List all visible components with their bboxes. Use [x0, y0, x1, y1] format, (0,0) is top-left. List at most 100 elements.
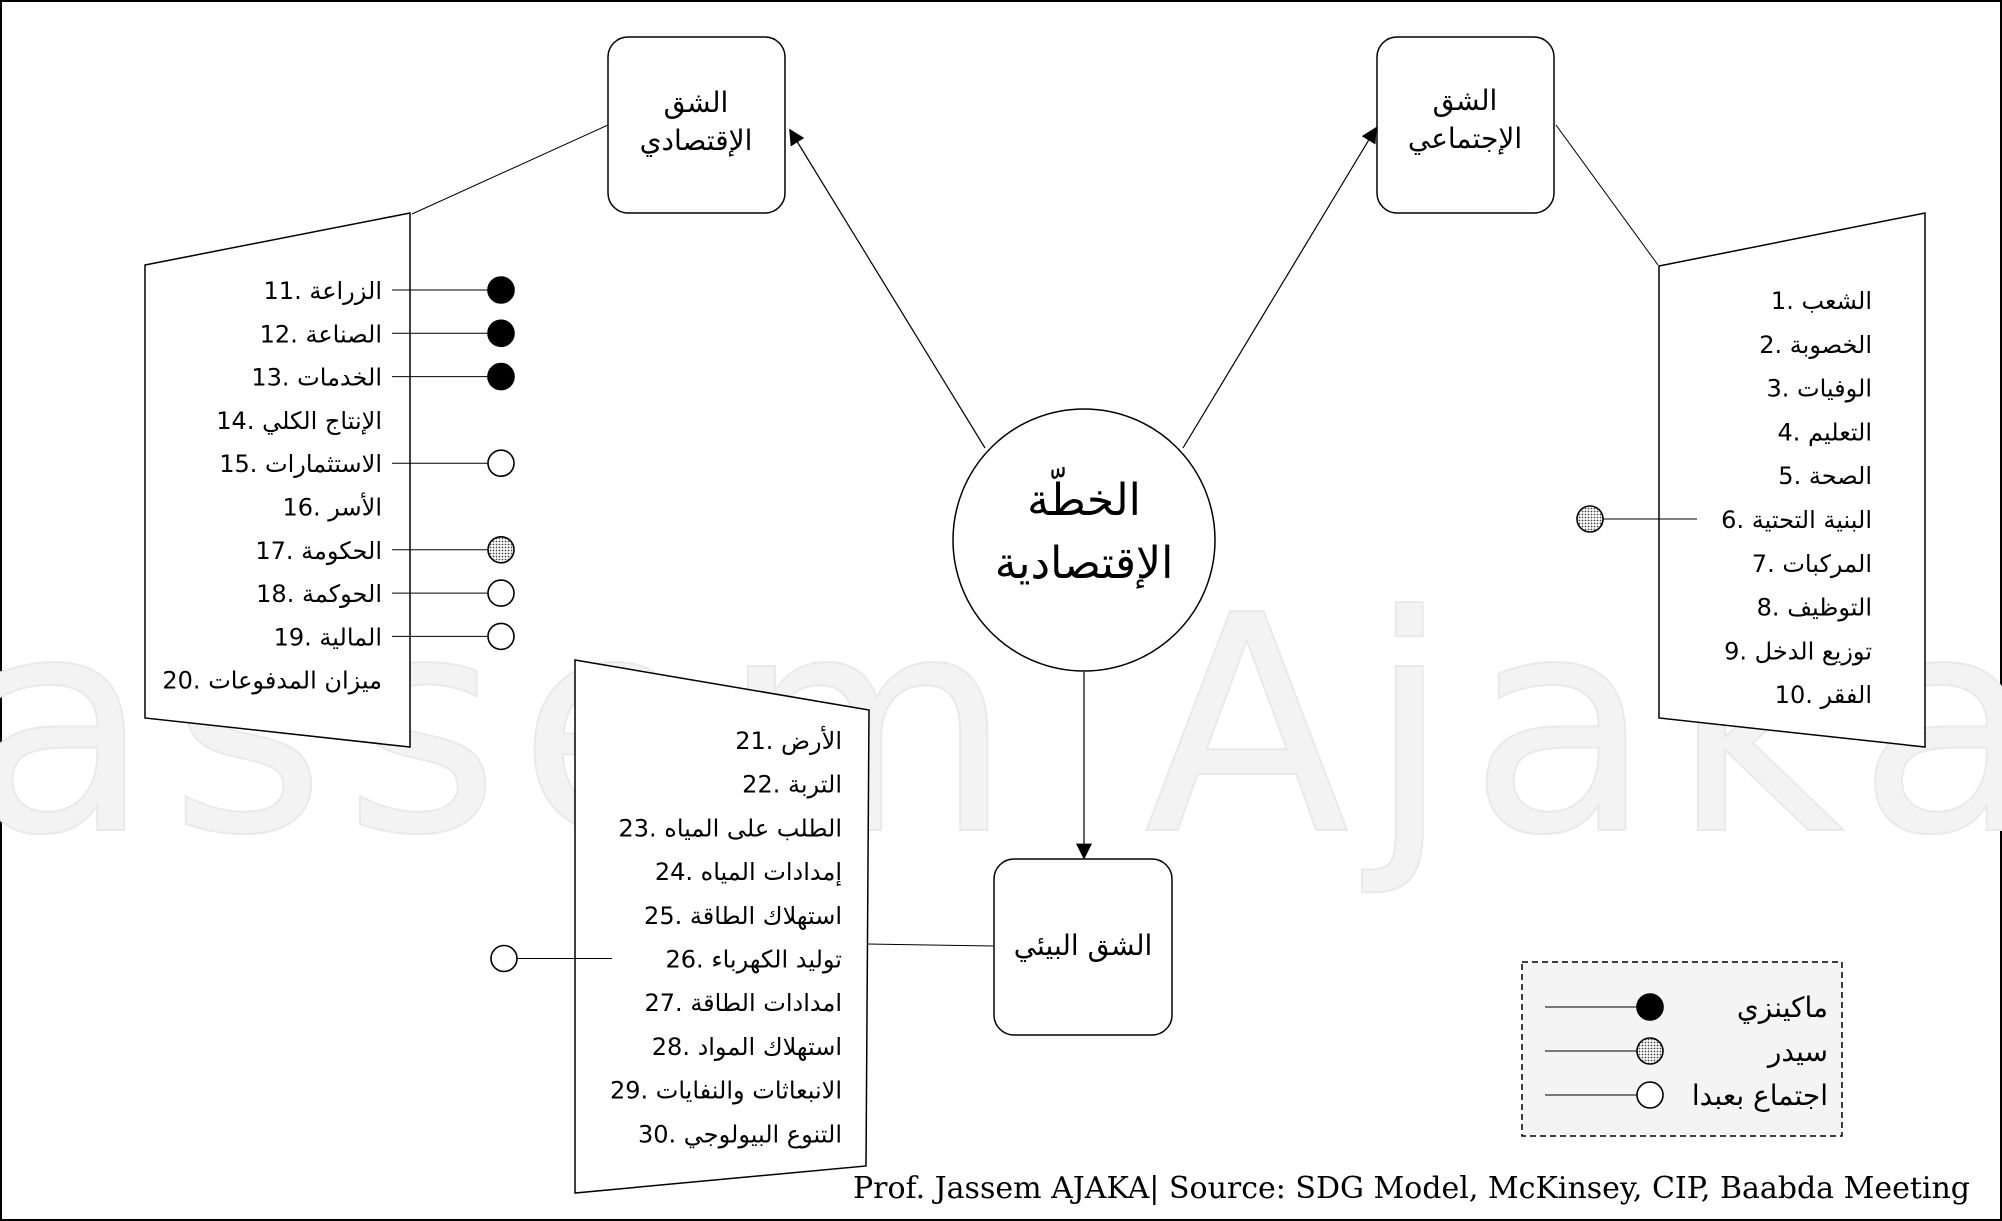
item-separator: .: [649, 814, 664, 842]
item-separator: .: [287, 580, 302, 608]
social-connector: [1555, 124, 1659, 266]
item-number: 19: [274, 623, 305, 651]
economic-item-19: المالية .19: [274, 623, 382, 651]
item-label: توليد الكهرباء: [711, 946, 842, 974]
arrow-to-economic: [789, 128, 986, 449]
item-label: الأرض: [781, 726, 842, 755]
item-separator: .: [766, 727, 781, 755]
item-label: الوفيات: [1797, 375, 1872, 403]
item-label: التوظيف: [1787, 594, 1872, 622]
item-label: الإنتاج الكلي: [262, 407, 382, 435]
social-item-2: الخصوبة .2: [1759, 331, 1872, 359]
item-separator: .: [669, 1120, 684, 1148]
item-separator: .: [1793, 418, 1808, 446]
item-number: 15: [219, 450, 250, 478]
item-label: التعليم: [1808, 418, 1872, 446]
legend-box: [1521, 961, 1843, 1137]
item-label: استهلاك الطاقة: [690, 902, 842, 930]
arrow-to-social: [1182, 126, 1377, 449]
item-label: الانبعاثات والنفايات: [656, 1077, 842, 1105]
item-label: ميزان المدفوعات: [208, 667, 382, 695]
item-number: 21: [735, 727, 766, 755]
item-label: الشعب: [1801, 287, 1872, 315]
item-label: الفقر: [1819, 681, 1872, 709]
legend-marker-baabda: [1636, 1081, 1664, 1109]
social-item-3: الوفيات .3: [1766, 375, 1872, 403]
item-number: 12: [260, 320, 291, 348]
item-number: 22: [742, 771, 773, 799]
item-label: الحكومة: [301, 537, 382, 565]
item-label: الأسر: [327, 493, 382, 522]
item-separator: .: [641, 1077, 656, 1105]
item-number: 17: [255, 537, 286, 565]
item-number: 4: [1777, 418, 1792, 446]
social-pillar: الشق الإجتماعي: [1376, 36, 1555, 214]
item-separator: .: [1739, 637, 1754, 665]
environmental-item-24: إمدادات المياه .24: [655, 858, 842, 887]
item-separator: .: [313, 494, 328, 522]
item-label: الزراعة: [309, 277, 382, 305]
item-number: 24: [655, 858, 686, 886]
item-number: 11: [264, 277, 295, 305]
central-title-line2: الإقتصادية: [995, 538, 1174, 589]
environmental-item-26: توليد الكهرباء .26: [666, 946, 843, 974]
item-separator: .: [675, 989, 690, 1017]
item-number: 20: [162, 667, 193, 695]
item-separator: .: [1767, 550, 1782, 578]
legend-label-baabda: اجتماع بعبدا: [1692, 1079, 1828, 1112]
item-separator: .: [282, 364, 297, 392]
environmental-item-21: الأرض .21: [735, 726, 842, 755]
economic-marker-baabda: [487, 449, 515, 478]
footer-source: Prof. Jassem AJAKA| Source: SDG Model, M…: [853, 1171, 1970, 1206]
item-number: 5: [1778, 462, 1793, 490]
item-label: الصناعة: [305, 320, 382, 348]
item-separator: .: [286, 537, 301, 565]
environmental-list-panel: [574, 659, 870, 1194]
item-separator: .: [675, 902, 690, 930]
item-separator: .: [682, 1033, 697, 1061]
social-item-7: المركبات .7: [1752, 550, 1872, 578]
economic-pillar-box: [607, 36, 786, 214]
item-number: 7: [1752, 550, 1767, 578]
economic-item-13: الخدمات .13: [251, 364, 382, 392]
item-label: الحوكمة: [302, 580, 382, 608]
central-title-line1: الخطّة: [1027, 467, 1141, 526]
social-list-panel: [1658, 212, 1926, 748]
environmental-item-27: امدادات الطاقة .27: [645, 989, 843, 1017]
economic-pillar: الشق الإقتصادي: [607, 36, 786, 214]
item-separator: .: [685, 858, 700, 886]
item-number: 30: [638, 1120, 669, 1148]
item-label: الاستثمارات: [265, 450, 382, 478]
item-number: 13: [251, 364, 282, 392]
item-number: 8: [1757, 594, 1772, 622]
item-number: 6: [1721, 506, 1736, 534]
item-separator: .: [290, 320, 305, 348]
social-pillar-line1: الشق: [1433, 84, 1498, 117]
economic-marker-mckinsey: [487, 362, 515, 391]
environmental-item-28: استهلاك المواد .28: [652, 1033, 842, 1061]
economic-item-20: ميزان المدفوعات .20: [162, 667, 382, 695]
environmental-item-29: الانبعاثات والنفايات .29: [610, 1077, 842, 1105]
item-separator: .: [696, 946, 711, 974]
economic-marker-baabda: [487, 622, 515, 651]
item-number: 27: [645, 989, 676, 1017]
environmental-connector: [866, 943, 994, 947]
social-item-1: الشعب .1: [1771, 287, 1872, 315]
legend-label-mckinsey: ماكينزي: [1737, 991, 1828, 1024]
environmental-marker-baabda: [490, 944, 518, 973]
economic-item-17: الحكومة .17: [255, 537, 382, 565]
central-node: الخطّة الإقتصادية: [952, 408, 1216, 672]
economic-marker-mckinsey: [487, 276, 515, 304]
item-separator: .: [294, 277, 309, 305]
item-label: البنية التحتية: [1752, 506, 1872, 534]
item-separator: .: [1782, 375, 1797, 403]
item-separator: .: [1775, 331, 1790, 359]
item-label: الصحة: [1809, 462, 1872, 490]
item-number: 29: [610, 1077, 641, 1105]
item-label: التربة: [788, 771, 842, 799]
